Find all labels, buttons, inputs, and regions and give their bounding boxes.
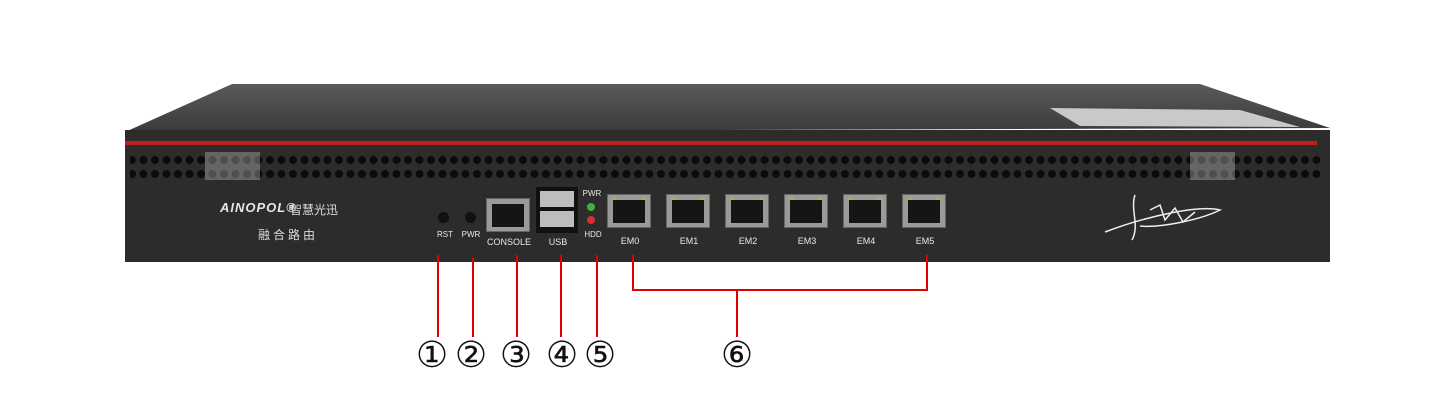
ethernet-port-em2[interactable] — [725, 194, 769, 228]
callout-1: ① — [415, 334, 449, 375]
callout-lines — [437, 255, 928, 337]
pwr-label: PWR — [461, 230, 481, 239]
vent-holes — [130, 152, 1320, 180]
em3-label: EM3 — [797, 236, 817, 246]
ethernet-port-em0[interactable] — [607, 194, 651, 228]
brand-logo: AINOPOL® — [220, 200, 297, 215]
usb-label: USB — [548, 237, 568, 247]
hdd-led-icon — [587, 216, 595, 224]
ethernet-port-em4[interactable] — [843, 194, 887, 228]
device-top-surface — [125, 84, 1330, 132]
rst-label: RST — [437, 230, 453, 239]
em1-label: EM1 — [679, 236, 699, 246]
console-label: CONSOLE — [486, 237, 532, 247]
callout-2: ② — [454, 334, 488, 375]
callout-3: ③ — [499, 334, 533, 375]
callout-5: ⑤ — [583, 334, 617, 375]
reset-button[interactable] — [438, 212, 449, 223]
red-stripe — [125, 141, 1317, 145]
power-button[interactable] — [465, 212, 476, 223]
pwr-led-label: PWR — [582, 189, 602, 198]
usb-ports[interactable] — [536, 187, 578, 233]
em5-label: EM5 — [915, 236, 935, 246]
ethernet-port-em3[interactable] — [784, 194, 828, 228]
em4-label: EM4 — [856, 236, 876, 246]
console-port[interactable] — [486, 198, 530, 232]
callout-4: ④ — [545, 334, 579, 375]
product-name: 融合路由 — [258, 228, 319, 242]
ethernet-port-em5[interactable] — [902, 194, 946, 228]
brand-chinese: 智慧光迅 — [290, 203, 339, 217]
em2-label: EM2 — [738, 236, 758, 246]
ethernet-port-em1[interactable] — [666, 194, 710, 228]
em0-label: EM0 — [620, 236, 640, 246]
signature-logo — [1104, 194, 1223, 241]
power-led-icon — [587, 203, 595, 211]
hdd-led-label: HDD — [584, 230, 602, 239]
callout-6: ⑥ — [720, 334, 754, 375]
device-label-sticker — [1050, 108, 1300, 127]
